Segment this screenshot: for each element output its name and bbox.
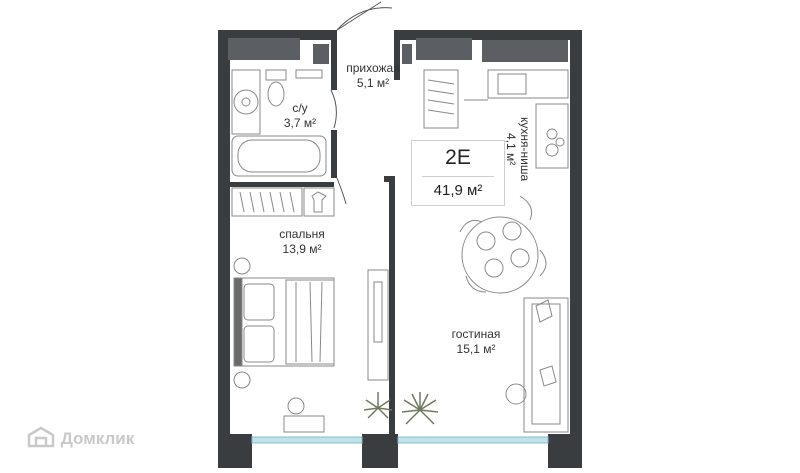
- bathroom-area: 3,7 м²: [283, 116, 317, 130]
- living-area: 15,1 м²: [456, 342, 496, 356]
- house-icon: [27, 426, 55, 448]
- bathroom-name: с/у: [292, 101, 308, 115]
- badge-divider: [422, 176, 494, 177]
- bedroom-furniture: [233, 257, 335, 433]
- apartment-total-area: 41,9 м²: [433, 182, 483, 199]
- watermark-text: Домклик: [60, 429, 135, 448]
- hallway-area: 5,1 м²: [356, 76, 390, 90]
- plants: [363, 392, 439, 425]
- living-label: гостиная 15,1 м²: [436, 327, 516, 357]
- bedroom-name: спальня: [279, 227, 325, 241]
- living-name: гостиная: [451, 327, 501, 341]
- apartment-badge: 2E 41,9 м²: [411, 140, 505, 206]
- wardrobes: [231, 69, 459, 217]
- watermark: Домклик: [26, 426, 134, 449]
- bedroom-label: спальня 13,9 м²: [262, 227, 342, 257]
- bathroom-label: с/у 3,7 м²: [270, 101, 330, 131]
- living-furniture: [367, 269, 569, 433]
- hallway-name: прихожая: [346, 61, 400, 75]
- kitchen-area: 4,1 м²: [504, 132, 518, 166]
- kitchen-label: кухня-ниша 4,1 м²: [504, 117, 532, 181]
- bedroom-area: 13,9 м²: [282, 242, 322, 256]
- outer-walls: [218, 30, 582, 468]
- bathroom-fixtures: [231, 69, 327, 177]
- hallway-label: прихожая 5,1 м²: [338, 61, 408, 91]
- doors: [330, 1, 393, 205]
- dining-table: [459, 195, 547, 294]
- kitchen-fixtures: [464, 69, 569, 169]
- apartment-type: 2E: [445, 146, 471, 169]
- kitchen-name: кухня-ниша: [518, 117, 532, 182]
- windows: [228, 38, 568, 444]
- interior-walls: [228, 30, 400, 434]
